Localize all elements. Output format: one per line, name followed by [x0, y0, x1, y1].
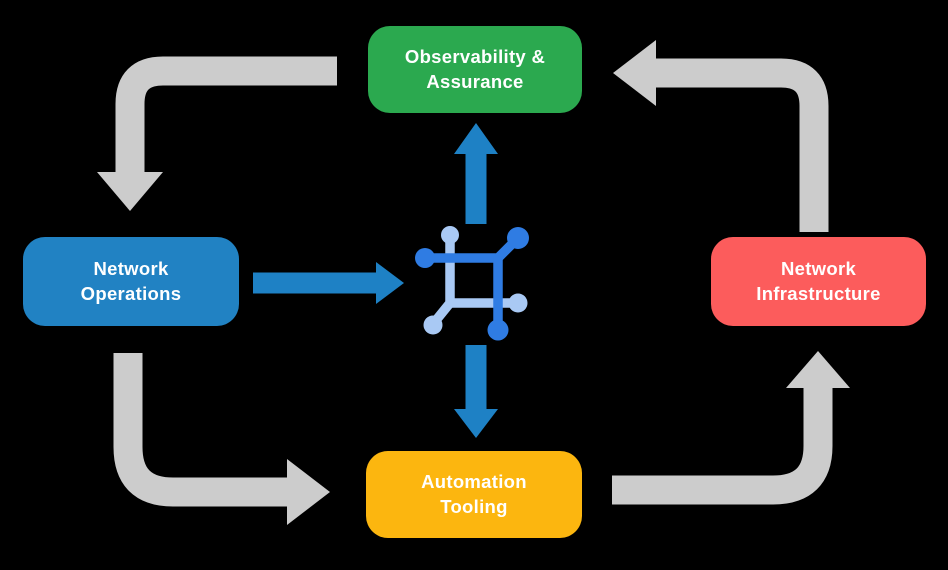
cycle-arrow-infrastructure-to-observability [613, 40, 829, 232]
node-dot-icon [508, 293, 528, 313]
cycle-arrow-operations-to-automation [113, 353, 330, 525]
network-mesh-dark-branch [415, 227, 529, 341]
node-dot-icon [415, 248, 435, 268]
arrowhead-up-icon [454, 123, 498, 154]
arrowhead-right-icon [376, 262, 404, 304]
node-label-line: Network [93, 258, 169, 280]
node-label-line: Infrastructure [756, 282, 881, 304]
node-automation-tooling: Automation Tooling [366, 451, 582, 538]
node-network-operations: Network Operations [23, 237, 239, 326]
arrowhead-down-icon [454, 409, 498, 438]
arrowhead-down-icon [97, 172, 163, 211]
flow-arrow-operations-to-center [253, 262, 404, 304]
flow-arrow-center-to-automation [454, 345, 498, 438]
node-dot-icon [487, 319, 509, 341]
arrowhead-up-icon [786, 351, 850, 388]
flow-arrow-center-to-observability [454, 123, 498, 224]
node-observability-assurance: Observability & Assurance [368, 26, 582, 113]
node-label-line: Tooling [440, 495, 508, 517]
node-label-line: Network [780, 258, 857, 280]
node-label-line: Automation [421, 471, 527, 493]
node-network-infrastructure: Network Infrastructure [711, 237, 926, 326]
node-label-line: Observability & [404, 46, 546, 68]
node-label-line: Assurance [426, 70, 524, 92]
arrowhead-left-icon [613, 40, 656, 106]
arrowhead-right-icon [287, 459, 330, 525]
node-dot-icon [507, 227, 529, 249]
network-mesh-icon [415, 226, 529, 341]
node-dot-icon [423, 315, 443, 335]
cycle-arrow-observability-to-operations [97, 56, 337, 211]
node-label-line: Operations [80, 282, 182, 304]
node-dot-icon [441, 226, 459, 244]
cycle-arrow-automation-to-infrastructure [612, 351, 850, 505]
